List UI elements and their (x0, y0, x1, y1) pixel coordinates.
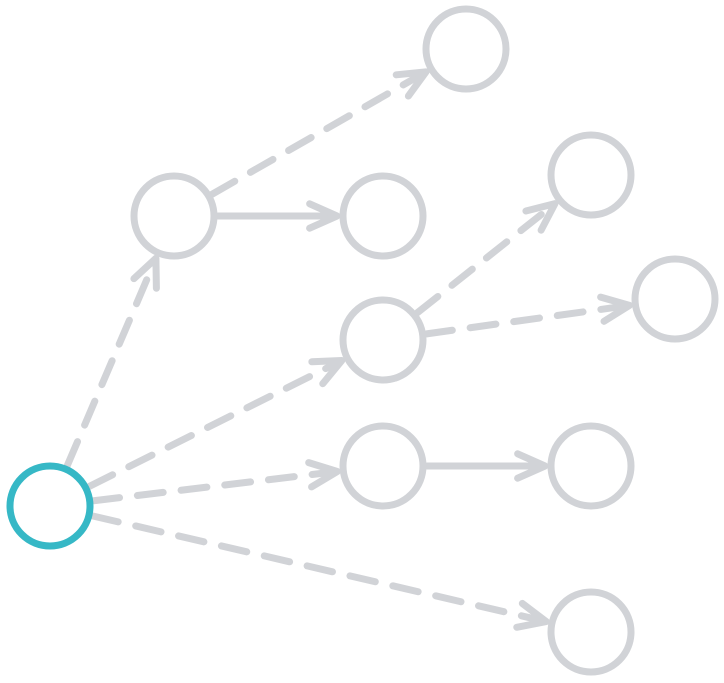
node-n1 (130, 172, 218, 260)
arrowhead-icon (522, 200, 559, 234)
node-n5 (339, 422, 427, 510)
edge-line (208, 70, 427, 198)
node-n3 (339, 172, 427, 260)
arrowhead-icon (514, 450, 549, 482)
edge-n1-n3 (214, 200, 341, 232)
arrowhead-icon (306, 200, 341, 232)
node-n10 (547, 588, 635, 676)
arrowhead-icon (130, 254, 160, 292)
arrowhead-icon (305, 459, 341, 491)
edge-line (89, 512, 546, 625)
edge-line (90, 468, 337, 505)
edge-n5-n8 (423, 450, 549, 482)
root-node (6, 462, 94, 550)
node-n8 (547, 422, 635, 510)
edge-line (413, 202, 556, 317)
edge-n4-n6 (413, 200, 559, 317)
edges-layer (63, 68, 633, 631)
edge-line (63, 258, 158, 470)
edge-root-n10 (89, 512, 550, 631)
edge-n4-n7 (423, 293, 633, 338)
nodes-layer (6, 5, 719, 676)
arrowhead-icon (513, 599, 550, 631)
node-n2 (422, 5, 510, 93)
edge-root-n4 (85, 357, 346, 490)
node-n6 (547, 131, 635, 219)
node-n7 (631, 255, 719, 343)
edge-n1-n2 (208, 68, 430, 198)
node-n4 (339, 296, 427, 384)
arrowhead-icon (392, 68, 430, 100)
arrowhead-icon (308, 357, 346, 388)
edge-root-n1 (63, 254, 160, 470)
edge-line (85, 358, 342, 490)
arrowhead-icon (597, 293, 633, 325)
edge-root-n5 (90, 459, 341, 505)
edge-line (423, 302, 629, 338)
